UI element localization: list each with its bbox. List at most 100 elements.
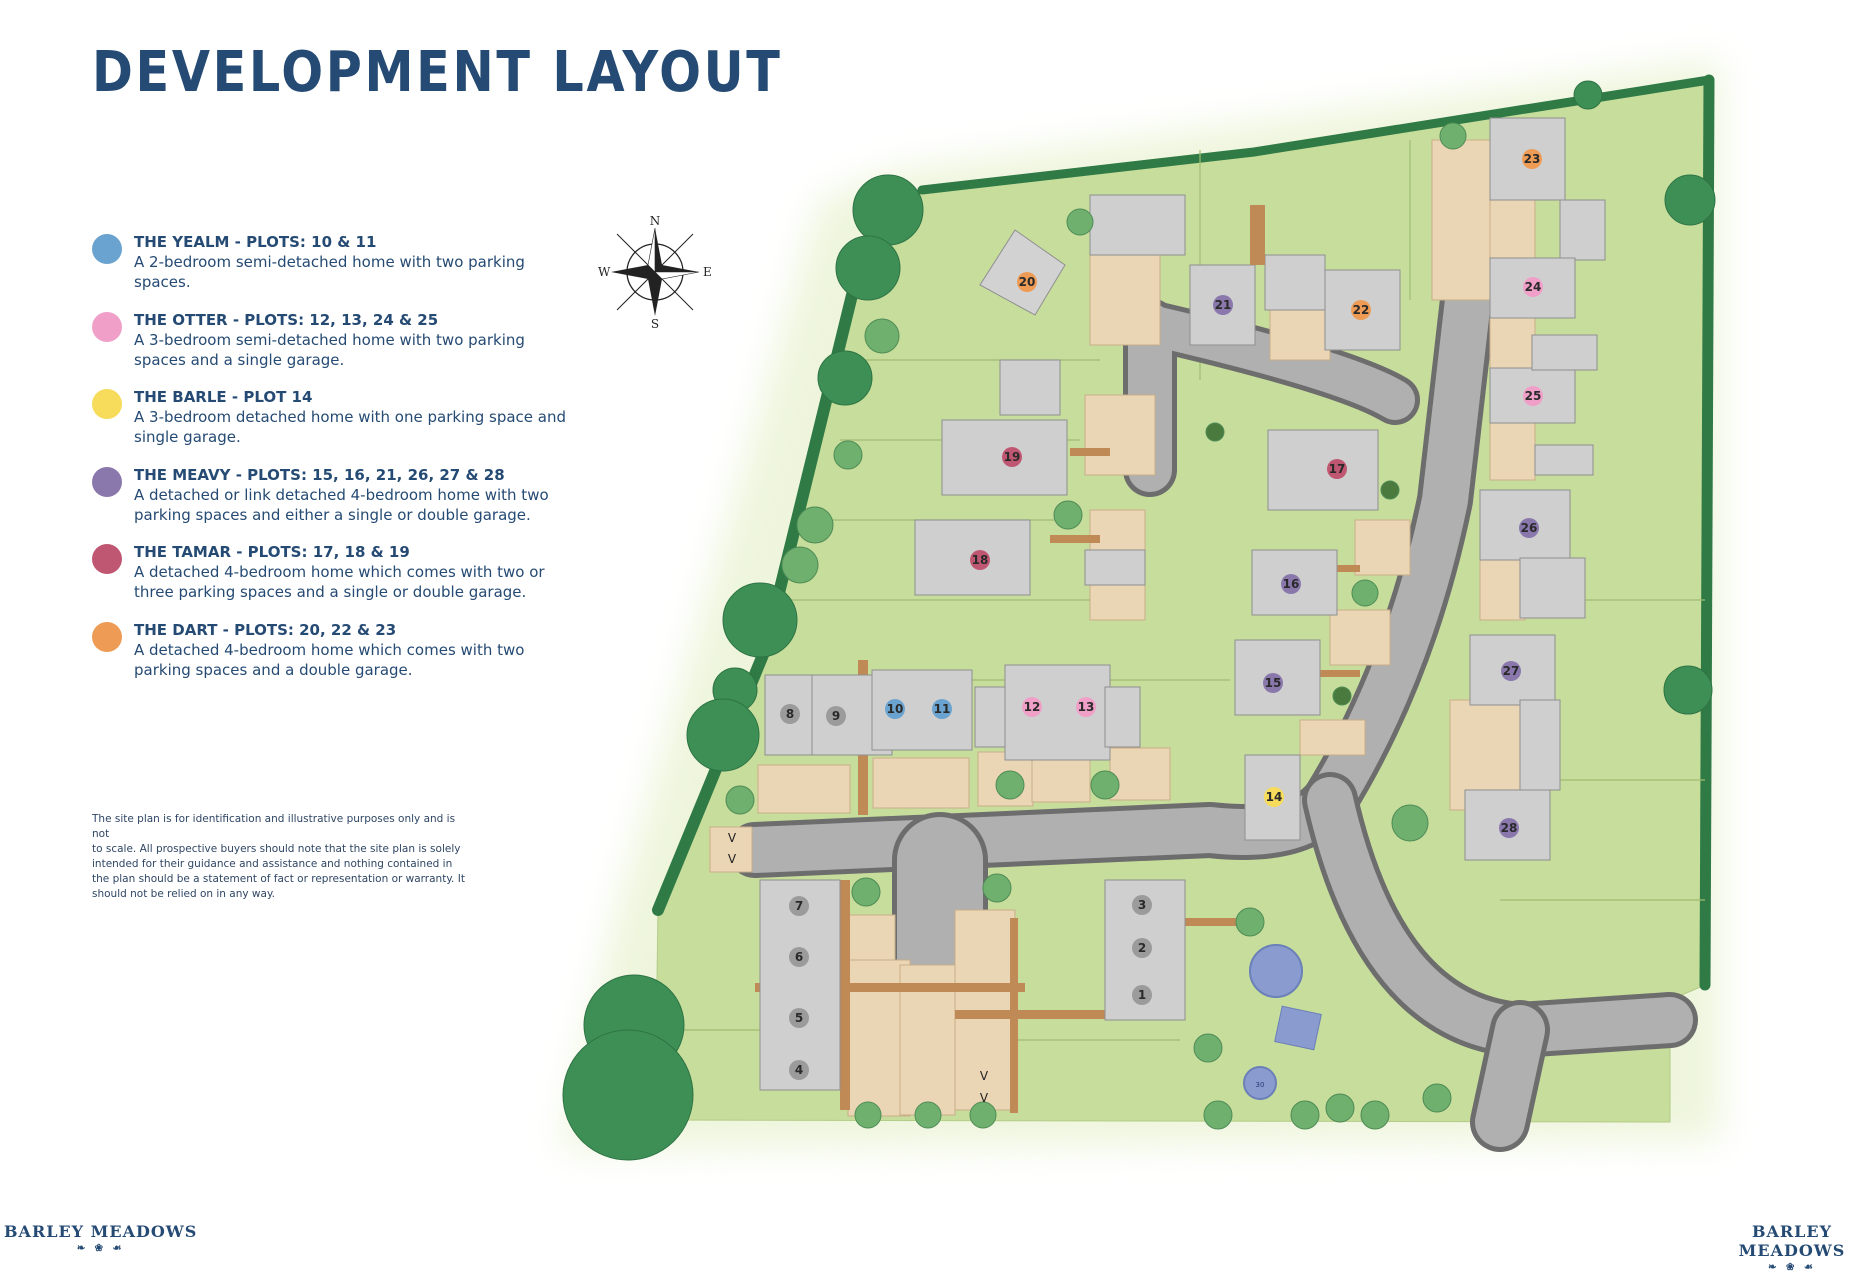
compass-north-label: N (650, 214, 661, 228)
trees (562, 80, 1716, 1161)
legend-desc: A 3-bedroom semi-detached home with two … (134, 330, 525, 349)
compass-east-label: E (703, 265, 712, 279)
disclaimer-text: The site plan is for identification and … (92, 812, 472, 902)
plot-marker-1[interactable]: 1 (1132, 985, 1152, 1005)
legend-swatch-icon (92, 234, 122, 264)
legend-desc: spaces. (134, 273, 191, 291)
visitor-marker: V (980, 1069, 989, 1083)
plot-marker-4[interactable]: 4 (789, 1060, 809, 1080)
plot-number: 1 (1138, 988, 1146, 1002)
plot-markers: 1 2 3 4 5 6 7 8 9 10 11 12 13 14 15 16 1… (780, 149, 1543, 1080)
legend-title: THE BARLE - PLOT 14 (134, 388, 313, 406)
plot-marker-6[interactable]: 6 (789, 947, 809, 967)
play-area: 30 (1243, 944, 1322, 1100)
plot-number: 13 (1078, 700, 1095, 714)
plot-marker-13[interactable]: 13 (1076, 697, 1096, 717)
plot-marker-21[interactable]: 21 (1213, 295, 1233, 315)
plot-marker-10[interactable]: 10 (885, 699, 905, 719)
plot-marker-22[interactable]: 22 (1351, 300, 1371, 320)
legend-desc: parking spaces and either a single or do… (134, 505, 531, 524)
legend-item-meavy: THE MEAVY - PLOTS: 15, 16, 21, 26, 27 & … (92, 465, 572, 543)
plot-number: 8 (786, 707, 794, 721)
plot-number: 22 (1353, 303, 1370, 317)
legend-desc: A detached 4-bedroom home which comes wi… (134, 563, 545, 581)
compass-rose-icon: N S E W (598, 214, 712, 331)
plot-number: 19 (1004, 450, 1021, 464)
plot-number: 28 (1501, 821, 1518, 835)
legend-item-otter: THE OTTER - PLOTS: 12, 13, 24 & 25 A 3-b… (92, 310, 572, 388)
plot-number: 14 (1266, 790, 1283, 804)
plot-number: 4 (795, 1063, 803, 1077)
plot-marker-9[interactable]: 9 (826, 706, 846, 726)
plot-marker-15[interactable]: 15 (1263, 673, 1283, 693)
legend-desc: A detached or link detached 4-bedroom ho… (134, 485, 549, 504)
plot-marker-23[interactable]: 23 (1522, 149, 1542, 169)
visitor-marker: V (728, 852, 737, 866)
plot-number: 9 (832, 709, 840, 723)
legend-title: THE OTTER - PLOTS: 12, 13, 24 & 25 (134, 310, 439, 329)
legend-swatch-icon (92, 311, 122, 342)
brand-logo-left: BARLEY MEADOWS ❧ ❀ ☙ (4, 1222, 197, 1254)
plot-marker-5[interactable]: 5 (789, 1008, 809, 1028)
plot-number: 17 (1329, 462, 1346, 476)
plot-number: 3 (1138, 898, 1146, 912)
plot-marker-7[interactable]: 7 (789, 896, 809, 916)
plot-number: 21 (1215, 298, 1232, 312)
boundary-hedge (1699, 74, 1715, 991)
plot-marker-24[interactable]: 24 (1523, 277, 1543, 297)
legend-desc: A 3-bedroom detached home with one parki… (134, 408, 567, 426)
plot-number: 6 (795, 950, 803, 964)
plot-number: 5 (795, 1011, 803, 1025)
disclaimer-line: the plan should be a statement of fact o… (92, 873, 465, 885)
plot-marker-26[interactable]: 26 (1519, 518, 1539, 538)
disclaimer-line: intended for their guidance and assistan… (92, 858, 453, 870)
plot-marker-17[interactable]: 17 (1327, 459, 1347, 479)
plot-marker-28[interactable]: 28 (1499, 818, 1519, 838)
plot-marker-11[interactable]: 11 (932, 699, 952, 719)
estate-roads (727, 272, 1698, 1152)
legend-swatch-icon (92, 466, 122, 497)
wheat-ornament-icon: ❧ ❀ ☙ (76, 1243, 125, 1254)
plot-marker-25[interactable]: 25 (1523, 386, 1543, 406)
plot-number: 25 (1525, 389, 1542, 403)
plot-marker-19[interactable]: 19 (1002, 447, 1022, 467)
compass-south-label: S (651, 317, 659, 331)
plot-number: 24 (1525, 280, 1542, 294)
plot-marker-18[interactable]: 18 (970, 550, 990, 570)
legend-title: THE DART - PLOTS: 20, 22 & 23 (134, 620, 397, 639)
legend-desc: three parking spaces and a single or dou… (134, 583, 527, 601)
plot-marker-14[interactable]: 14 (1264, 787, 1284, 807)
plot-number: 18 (972, 553, 989, 567)
plot-marker-16[interactable]: 16 (1281, 574, 1301, 594)
legend-title: THE MEAVY - PLOTS: 15, 16, 21, 26, 27 & … (134, 465, 505, 484)
plot-number: 20 (1019, 275, 1036, 289)
house-type-legend: THE YEALM - PLOTS: 10 & 11 A 2-bedroom s… (92, 232, 572, 697)
plot-number: 16 (1283, 577, 1300, 591)
plot-number: 12 (1024, 700, 1041, 714)
plot-number: 11 (934, 702, 951, 716)
legend-item-tamar: THE TAMAR - PLOTS: 17, 18 & 19 A detache… (92, 542, 572, 620)
legend-swatch-icon (92, 621, 122, 652)
disclaimer-line: should not be relied on in any way. (92, 888, 276, 900)
visitor-parking-markers: V V V V (728, 831, 989, 1105)
plot-marker-27[interactable]: 27 (1501, 661, 1521, 681)
brand-name: BARLEY MEADOWS (4, 1222, 198, 1241)
page-title: DEVELOPMENT LAYOUT (92, 40, 783, 105)
plot-number: 27 (1503, 664, 1520, 678)
play-area-label: 30 (1256, 1081, 1265, 1089)
legend-desc: A 2-bedroom semi-detached home with two … (134, 253, 525, 271)
plot-marker-8[interactable]: 8 (780, 704, 800, 724)
plot-marker-3[interactable]: 3 (1132, 895, 1152, 915)
plot-number: 7 (795, 899, 803, 913)
legend-item-yealm: THE YEALM - PLOTS: 10 & 11 A 2-bedroom s… (92, 232, 572, 310)
brand-name: BARLEY MEADOWS (1738, 1222, 1846, 1260)
plot-marker-20[interactable]: 20 (1017, 272, 1037, 292)
visitor-marker: V (728, 831, 737, 845)
legend-desc: A detached 4-bedroom home which comes wi… (134, 640, 525, 659)
legend-desc: single garage. (134, 428, 241, 446)
plot-marker-2[interactable]: 2 (1132, 938, 1152, 958)
plot-marker-12[interactable]: 12 (1022, 697, 1042, 717)
legend-desc: spaces and a single garage. (134, 350, 345, 369)
legend-item-dart: THE DART - PLOTS: 20, 22 & 23 A detached… (92, 620, 572, 698)
